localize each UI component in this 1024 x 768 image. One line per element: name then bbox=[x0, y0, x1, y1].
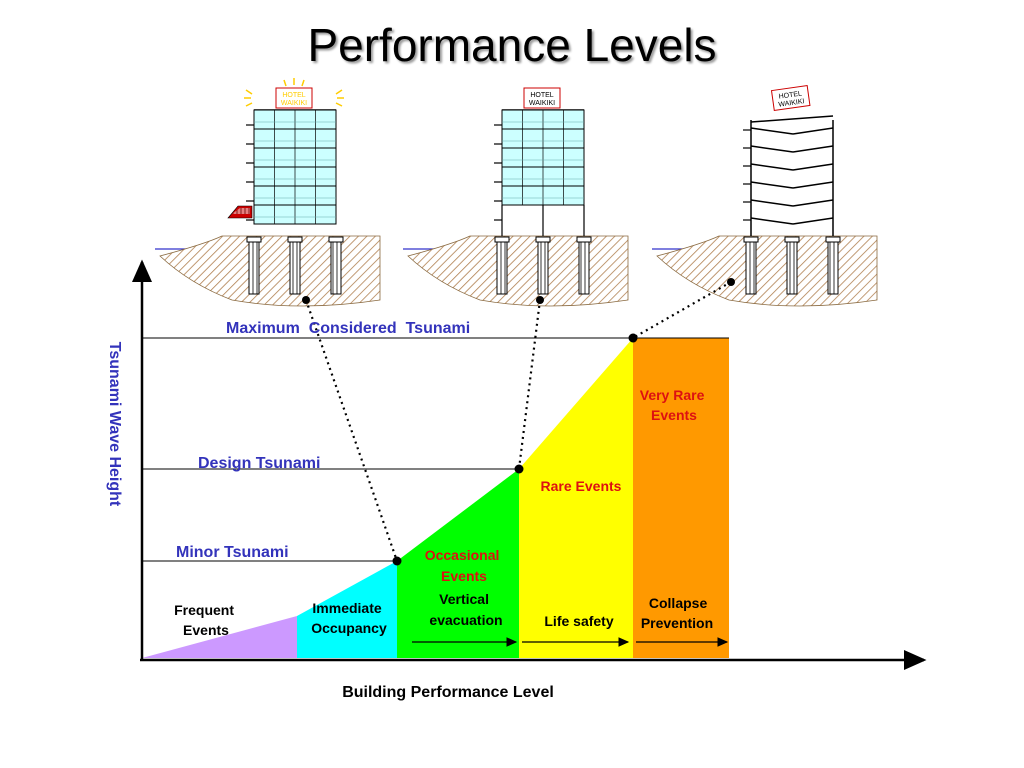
pile-cap bbox=[328, 236, 344, 243]
connectors bbox=[304, 281, 732, 562]
roof bbox=[750, 115, 834, 123]
connector-dots bbox=[302, 278, 735, 566]
axes bbox=[132, 259, 927, 670]
floor-slab bbox=[750, 145, 794, 153]
label-immediate-occupancy: Immediate Occupancy bbox=[311, 600, 387, 636]
pile bbox=[330, 241, 342, 295]
sun-ray bbox=[245, 89, 253, 95]
hotel-sign-line1: HOTEL bbox=[778, 90, 802, 100]
floor-slab bbox=[792, 145, 834, 153]
pile bbox=[578, 241, 590, 295]
pile bbox=[745, 241, 757, 295]
zone-occasional bbox=[397, 469, 519, 658]
sun-ray bbox=[301, 79, 305, 87]
sun-ray bbox=[283, 79, 287, 87]
connector-3 bbox=[632, 281, 732, 339]
label-minor-tsunami: Minor Tsunami bbox=[176, 544, 289, 561]
dot-minor bbox=[392, 556, 402, 566]
pile-cap bbox=[494, 236, 510, 243]
floor-slab bbox=[750, 127, 794, 135]
floor-slab bbox=[792, 127, 834, 135]
pile bbox=[248, 241, 260, 295]
label-vertical-evacuation: Vertical evacuation bbox=[429, 591, 502, 628]
red-vehicle-detail bbox=[232, 208, 250, 214]
label-life-safety: Life safety bbox=[544, 613, 613, 629]
pile-cap bbox=[784, 236, 800, 243]
label-max-tsunami: Maximum Considered Tsunami bbox=[226, 320, 470, 337]
label-collapse-prevention: Collapse Prevention bbox=[641, 595, 713, 631]
pile bbox=[786, 241, 798, 295]
hotel-sign-line2: WAIKIKI bbox=[529, 100, 555, 107]
slide-title: Performance Levels bbox=[307, 19, 717, 71]
dot-max bbox=[628, 333, 638, 343]
zone-frequent bbox=[142, 616, 297, 658]
hotel-sign-line2: WAIKIKI bbox=[778, 98, 805, 109]
floor-slab bbox=[792, 199, 834, 207]
hotel-sign bbox=[275, 87, 313, 109]
pile-cap bbox=[825, 236, 841, 243]
floor-slab bbox=[750, 163, 794, 171]
pile-cap bbox=[743, 236, 759, 243]
dot-building-2 bbox=[536, 296, 544, 304]
x-axis-label: Building Performance Level bbox=[342, 684, 554, 701]
floor-slab bbox=[750, 181, 794, 189]
label-rare: Rare Events bbox=[541, 478, 622, 494]
dot-building-1 bbox=[302, 296, 310, 304]
label-very-rare: Very Rare Events bbox=[640, 387, 709, 423]
floor-slab bbox=[792, 163, 834, 171]
pile-cap bbox=[246, 236, 262, 243]
label-frequent: Frequent Events bbox=[174, 602, 238, 638]
zone-rare bbox=[519, 338, 633, 658]
hotel-sign-box bbox=[770, 85, 811, 111]
pile bbox=[827, 241, 839, 295]
label-design-tsunami: Design Tsunami bbox=[198, 455, 320, 472]
sun-ray bbox=[245, 102, 253, 107]
pile bbox=[496, 241, 508, 295]
soil-mound bbox=[159, 235, 381, 307]
pile bbox=[289, 241, 301, 295]
zone-very-rare bbox=[633, 338, 729, 658]
floor-slab bbox=[750, 217, 794, 225]
floor-slab bbox=[750, 199, 794, 207]
pile-cap bbox=[287, 236, 303, 243]
sun-ray bbox=[335, 89, 343, 95]
dot-design bbox=[514, 464, 524, 474]
hotel-sign bbox=[523, 87, 561, 109]
floor-slab bbox=[792, 217, 834, 225]
pile-cap bbox=[535, 236, 551, 243]
connector-1 bbox=[304, 299, 399, 562]
dot-building-3 bbox=[727, 278, 735, 286]
soil-mound bbox=[656, 235, 878, 307]
y-axis-label: Tsunami Wave Height bbox=[106, 342, 123, 507]
pile bbox=[537, 241, 549, 295]
soil-mound bbox=[407, 235, 629, 307]
sun-ray bbox=[335, 102, 343, 107]
hotel-sign-line2: WAIKIKI bbox=[281, 100, 307, 107]
pile-cap bbox=[576, 236, 592, 243]
floor-slab bbox=[792, 181, 834, 189]
event-zones bbox=[142, 338, 729, 658]
connector-2 bbox=[517, 299, 542, 470]
hotel-sign-line1: HOTEL bbox=[530, 92, 553, 99]
hotel-sign-line1: HOTEL bbox=[282, 92, 305, 99]
label-occasional: Occasional Events bbox=[425, 547, 504, 584]
zone-immediate bbox=[297, 561, 397, 658]
